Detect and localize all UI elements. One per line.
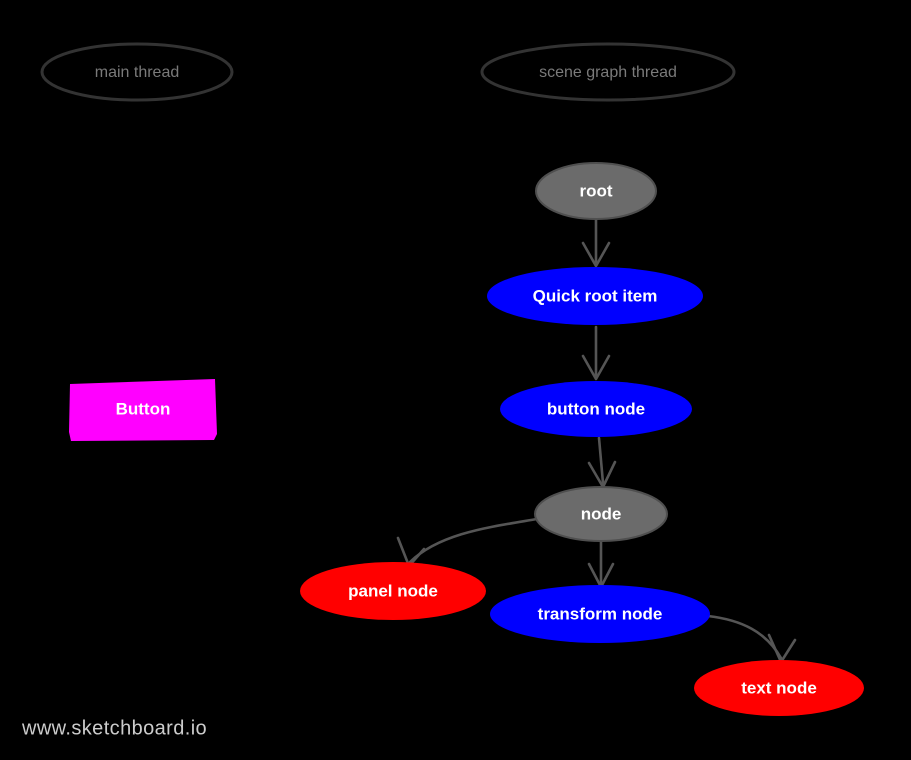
node-quick-root-item-shape[interactable] [487, 267, 703, 325]
node-quick-root-item[interactable]: Quick root item [487, 267, 703, 325]
main-thread-ellipse[interactable] [40, 42, 234, 102]
thread-group-main[interactable]: main thread [40, 42, 234, 102]
main-thread-label: main thread [95, 64, 180, 81]
edge-line [597, 436, 605, 485]
node-panel-node-shape[interactable] [300, 562, 486, 620]
edge-node-to-panel-node[interactable] [396, 517, 539, 568]
node-root[interactable]: root [535, 162, 657, 220]
arrow-head-icon [581, 241, 611, 268]
thread-group-scene-graph[interactable]: scene graph thread [480, 42, 736, 102]
node-text-node-shape[interactable] [694, 660, 864, 716]
scene-graph-thread-label: scene graph thread [539, 64, 677, 81]
watermark-label: www.sketchboard.io [21, 717, 207, 739]
node-button-node-shape[interactable] [500, 381, 692, 437]
node-button-node[interactable]: button node [500, 381, 692, 437]
arrow-head-icon [396, 536, 426, 568]
edge-line [408, 517, 539, 564]
scene-graph-thread-ellipse[interactable] [480, 42, 736, 102]
node-transform-node[interactable]: transform node [490, 585, 710, 643]
arrow-head-icon [581, 354, 611, 381]
node-panel-node[interactable]: panel node [300, 562, 486, 620]
edge-quick-root-item-to-button-node[interactable] [581, 325, 611, 381]
edge-node-to-transform-node[interactable] [587, 539, 615, 589]
button-shape[interactable] [69, 379, 217, 441]
edge-transform-node-to-text-node[interactable] [706, 614, 797, 664]
edge-root-to-quick-root-item[interactable] [581, 218, 611, 268]
node-text-node[interactable]: text node [694, 660, 864, 716]
node-transform-node-shape[interactable] [490, 585, 710, 643]
node-node[interactable]: node [534, 486, 668, 542]
node-button[interactable]: Button [69, 379, 217, 441]
node-root-shape[interactable] [535, 162, 657, 220]
node-node-shape[interactable] [534, 486, 668, 542]
edge-button-node-to-node[interactable] [587, 436, 617, 489]
